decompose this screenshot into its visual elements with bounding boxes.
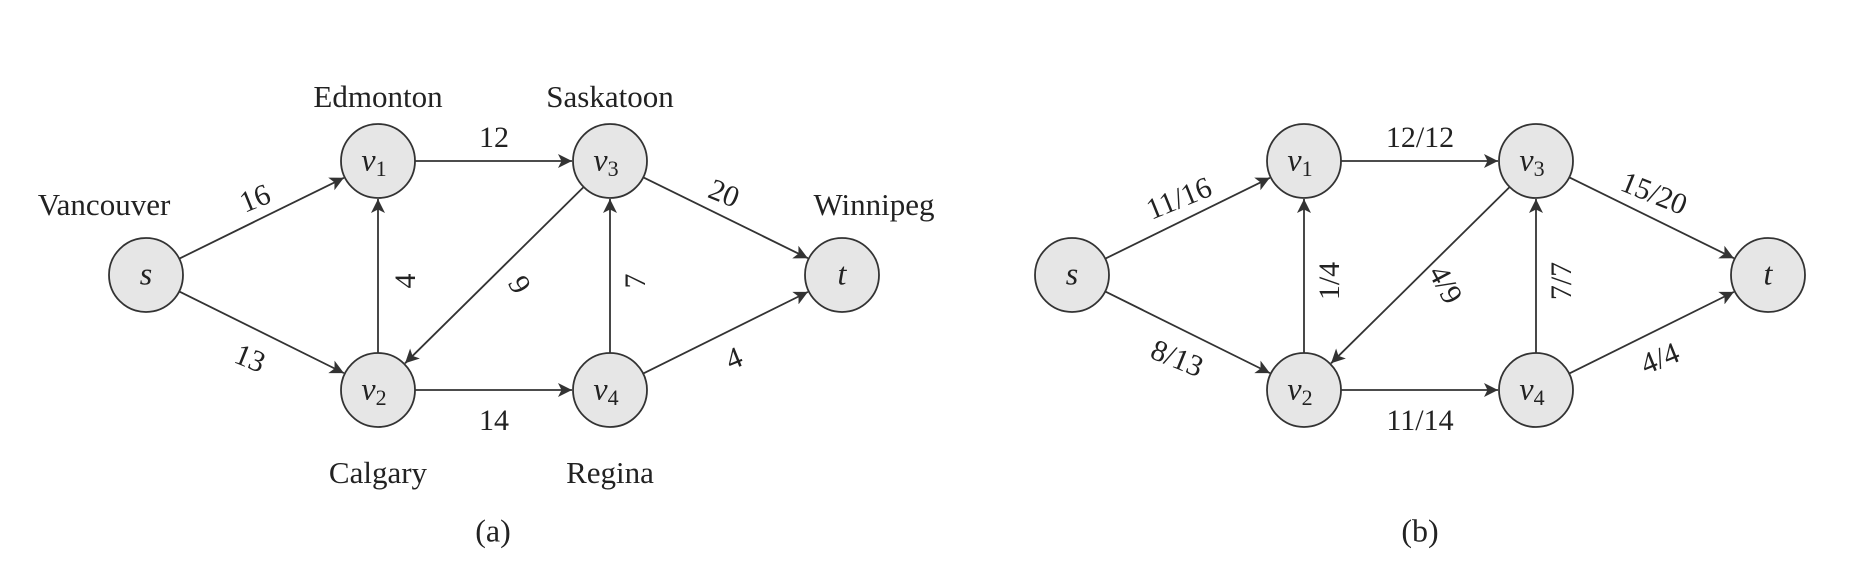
city-label-t: Winnipeg [813, 187, 934, 222]
node-v3: v3 [1498, 123, 1574, 199]
city-label-v1: Edmonton [313, 79, 443, 114]
node-subscript-v1: 1 [376, 156, 387, 181]
edge-label-v4-t: 4 [721, 340, 747, 376]
node-circle-v4 [572, 352, 648, 428]
edge-v3-v2 [1330, 186, 1511, 364]
edge-label-v2-v4: 11/14 [1386, 404, 1453, 437]
city-label-s: Vancouver [38, 187, 171, 222]
node-s: s [108, 237, 184, 313]
edge-label-v4-v3: 7 [619, 274, 652, 289]
edge-s-v2 [1104, 290, 1271, 374]
node-v4: v4 [572, 352, 648, 428]
node-subscript-v2: 2 [1302, 385, 1313, 410]
edge-label-v3-v2: 9 [501, 270, 537, 299]
diagram-caption: (a) [475, 512, 511, 548]
edge-v4-t [642, 291, 809, 375]
edge-s-v1 [178, 176, 345, 260]
edge-v3-t [642, 176, 809, 260]
edge-label-v2-v1: 1/4 [1313, 262, 1346, 300]
node-label-v3: v3 [593, 141, 618, 181]
node-circle-s [108, 237, 184, 313]
edge-s-v1 [1104, 176, 1271, 260]
node-label-v4: v4 [593, 370, 618, 410]
node-label-t: t [838, 255, 848, 291]
edge-label-s-v1: 16 [235, 178, 275, 220]
node-circle-s [1034, 237, 1110, 313]
node-label-s: s [1066, 255, 1078, 291]
node-v3: v3 [572, 123, 648, 199]
node-circle-t [804, 237, 880, 313]
city-label-v4: Regina [566, 455, 654, 490]
node-label-t: t [1764, 255, 1774, 291]
edge-label-v2-v4: 14 [479, 404, 509, 437]
edge-s-v2 [178, 290, 345, 374]
edge-label-v1-v3: 12 [479, 121, 509, 154]
edge-label-v1-v3: 12/12 [1386, 121, 1454, 154]
node-circle-t [1730, 237, 1806, 313]
node-subscript-v4: 4 [608, 385, 619, 410]
node-t: t [1730, 237, 1806, 313]
node-v2: v2 [340, 352, 416, 428]
node-t: t [804, 237, 880, 313]
node-subscript-v4: 4 [1534, 385, 1545, 410]
city-label-v3: Saskatoon [546, 79, 674, 114]
edge-label-s-v1: 11/16 [1142, 171, 1217, 227]
edge-label-s-v2: 8/13 [1146, 333, 1208, 384]
edge-v3-v2 [404, 186, 585, 364]
edge-label-v4-v3: 7/7 [1545, 262, 1578, 300]
node-circle-v1 [340, 123, 416, 199]
edge-v3-t [1568, 176, 1735, 260]
node-label-s: s [140, 255, 152, 291]
edge-label-s-v2: 13 [230, 338, 270, 380]
node-v4: v4 [1498, 352, 1574, 428]
node-subscript-v3: 3 [608, 156, 619, 181]
node-circle-v2 [340, 352, 416, 428]
edge-label-v3-t: 15/20 [1616, 165, 1692, 221]
edge-v4-t [1568, 291, 1735, 375]
node-v2: v2 [1266, 352, 1342, 428]
node-circle-v3 [572, 123, 648, 199]
city-label-v2: Calgary [329, 455, 428, 490]
node-subscript-v1: 1 [1302, 156, 1313, 181]
node-circle-v4 [1498, 352, 1574, 428]
node-v1: v1 [340, 123, 416, 199]
edge-label-v2-v1: 4 [389, 274, 422, 289]
node-circle-v3 [1498, 123, 1574, 199]
node-circle-v1 [1266, 123, 1342, 199]
node-subscript-v3: 3 [1534, 156, 1545, 181]
node-subscript-v2: 2 [376, 385, 387, 410]
node-s: s [1034, 237, 1110, 313]
diagram-a: 16134129147204sv1v2v3v4tVancouverEdmonto… [38, 79, 935, 548]
edge-label-v4-t: 4/4 [1636, 336, 1684, 381]
node-v1: v1 [1266, 123, 1342, 199]
diagram-caption: (b) [1401, 512, 1438, 548]
node-circle-v2 [1266, 352, 1342, 428]
edge-label-v3-t: 20 [704, 173, 744, 215]
diagram-b: 11/168/131/412/124/911/147/715/204/4sv1v… [1034, 121, 1806, 548]
